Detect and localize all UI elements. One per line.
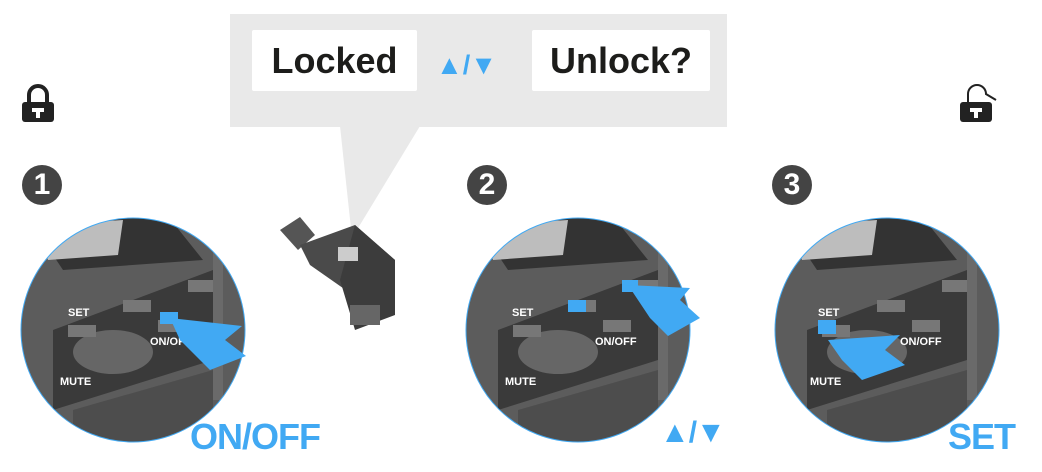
step-2-badge: 2 bbox=[467, 165, 507, 205]
svg-text:ON/OFF: ON/OFF bbox=[595, 336, 637, 348]
locked-status-text: Locked bbox=[252, 30, 417, 91]
svg-text:MUTE: MUTE bbox=[505, 376, 536, 388]
svg-text:SET: SET bbox=[818, 307, 840, 319]
set-key-label: SET bbox=[68, 307, 90, 319]
unlock-prompt-text: Unlock? bbox=[532, 30, 710, 91]
press-arrow-2 bbox=[628, 285, 700, 336]
mute-label: MUTE bbox=[60, 376, 91, 388]
step-3-label: SET bbox=[948, 416, 1016, 457]
svg-text:MUTE: MUTE bbox=[810, 376, 841, 388]
press-arrow-1 bbox=[170, 318, 246, 370]
zoom-step-2: SET MUTE ON/OFF bbox=[466, 218, 690, 442]
step-1-badge: 1 bbox=[22, 165, 62, 205]
lock-open-icon bbox=[960, 84, 997, 122]
svg-text:SET: SET bbox=[512, 307, 534, 319]
highlighted-down-key bbox=[568, 300, 586, 312]
arrow-keys-text: ▲/▼ bbox=[436, 50, 497, 80]
zoom-step-3: SET MUTE ON/OFF bbox=[775, 218, 999, 442]
step-3-badge: 3 bbox=[772, 165, 812, 205]
highlighted-set-key bbox=[818, 320, 836, 334]
svg-text:ON/OFF: ON/OFF bbox=[900, 336, 942, 348]
lock-closed-icon bbox=[22, 84, 54, 122]
press-arrow-3 bbox=[828, 335, 905, 380]
receiver-device-illustration bbox=[280, 217, 395, 330]
step-2-label: ▲/▼ bbox=[660, 416, 726, 449]
step-1-label: ON/OFF bbox=[190, 416, 321, 457]
